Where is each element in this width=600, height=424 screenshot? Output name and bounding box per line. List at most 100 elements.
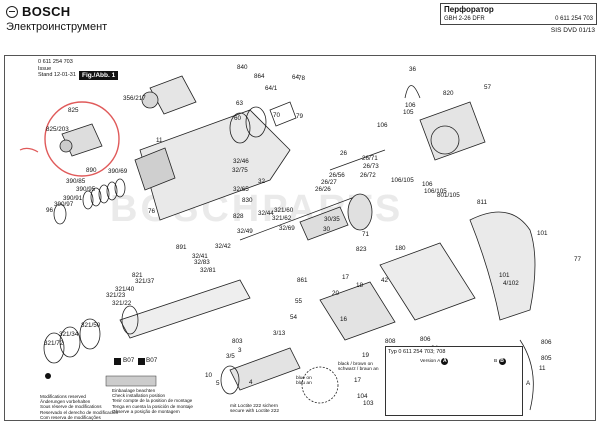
part-label: 10 — [205, 372, 213, 379]
spindle-821 — [119, 279, 251, 339]
motor-housing-180 — [379, 242, 476, 321]
meta-stand-label: Stand — [38, 72, 53, 78]
part-label: 11 — [539, 365, 546, 372]
part-label: 321/72 — [44, 340, 64, 347]
part-label: 890 — [86, 167, 97, 174]
part-label: 64/1 — [265, 85, 278, 92]
screw-icon — [45, 373, 51, 379]
type-title: Typ 0 611 254 703; 708 — [388, 349, 446, 355]
bosch-logo-icon — [6, 5, 18, 18]
part-label: 32/83 — [194, 259, 210, 266]
wire-note-line: black / brown on — [338, 362, 373, 367]
part-label: 106 — [422, 181, 433, 188]
header-info-box: Перфоратор GBH 2-26 DFR 0 611 254 703 — [440, 3, 597, 25]
shaft-26 — [329, 149, 386, 171]
part-label: 60 — [234, 115, 242, 122]
part-label: 32/69 — [279, 225, 295, 232]
sis-version: SIS DVD 01/13 — [550, 27, 595, 34]
part-label: 805 — [541, 355, 552, 362]
figure-badge: Fig./Abb. 1 — [79, 71, 119, 80]
diagram-frame — [4, 55, 596, 421]
bracket-36 — [404, 85, 421, 99]
note-line: Einbaulage beachten — [112, 388, 156, 393]
note-line: Com reserva de modificações — [40, 414, 101, 420]
install-detail — [105, 375, 157, 387]
bearing-106 — [430, 125, 460, 155]
part-label: 32 — [258, 178, 266, 185]
part-label: 806 — [420, 336, 431, 343]
part-label: 356/217 — [123, 95, 146, 102]
model-name: GBH 2-26 DFR — [444, 16, 485, 22]
part-label: 30/35 — [324, 216, 340, 223]
part-label: 321/50 — [81, 322, 101, 329]
ring-321-50 — [79, 318, 101, 350]
part-label: 32/81 — [200, 267, 216, 274]
version-b-label: B B — [494, 358, 506, 365]
meta-date: 12-01-31 — [53, 72, 76, 78]
part-label: 11 — [156, 137, 163, 144]
part-label: 30 — [323, 226, 331, 233]
armature-803 — [229, 347, 301, 391]
version-a-text: Version A — [420, 359, 441, 364]
part-label: 71 — [362, 231, 370, 238]
part-label: 321/34 — [59, 331, 79, 338]
part-label: 321/62 — [272, 215, 292, 222]
wire-note-line: blue on — [296, 376, 312, 381]
part-label: 20 — [332, 290, 340, 297]
ring-321-22 — [121, 305, 139, 335]
version-b-badge: B — [498, 358, 506, 365]
part-label: 64 — [292, 74, 300, 81]
part-label: 106 — [377, 122, 388, 129]
chuck-nose — [59, 139, 73, 153]
ring-60 — [245, 106, 267, 138]
wire-note-line: blau an — [296, 381, 312, 386]
part-label: 57 — [484, 84, 492, 91]
ring-63 — [229, 112, 251, 144]
part-label: 26/56 — [329, 172, 345, 179]
highlight-arrow — [19, 147, 39, 153]
part-label: 18 — [356, 282, 364, 289]
part-label: 77 — [574, 256, 582, 263]
tool-type: Перфоратор — [444, 5, 494, 14]
part-label: 390/69 — [108, 168, 128, 175]
type-variant-box — [385, 346, 523, 416]
note-line: Änderungen vorbehalten — [40, 399, 91, 405]
keyless-chuck — [149, 75, 197, 115]
part-label: 32/65 — [233, 186, 249, 193]
part-label: 801/105 — [437, 192, 460, 199]
part-label: 79 — [296, 113, 304, 120]
brand-name: BOSCH — [22, 4, 71, 19]
part-label: 321/40 — [115, 286, 135, 293]
part-label: 63 — [236, 100, 244, 107]
part-label: 19 — [362, 352, 370, 359]
ring-321-34 — [59, 326, 81, 358]
part-label: 891 — [176, 244, 187, 251]
modification-notes: Modifications reserved Änderungen vorbeh… — [40, 394, 118, 420]
part-label: 16 — [340, 316, 348, 323]
part-label: 26/71 — [362, 155, 378, 162]
part-number: 0 611 254 703 — [555, 16, 593, 22]
part-label: 32/44 — [258, 210, 274, 217]
part-label: 105 — [403, 109, 414, 116]
header-subtitle: Электроинструмент — [6, 21, 108, 33]
part-label: 828 — [233, 213, 244, 220]
version-a-badge: A — [441, 358, 449, 365]
ring-321-72 — [43, 332, 65, 364]
field-16 — [319, 281, 396, 341]
part-label: 180 — [395, 245, 406, 252]
part-label: 321/22 — [112, 300, 132, 307]
part-label: 26/26 — [315, 186, 331, 193]
housing-front — [134, 147, 176, 191]
part-label: 101 — [499, 272, 510, 279]
gear-823 — [347, 193, 373, 231]
fan-3-5 — [220, 365, 240, 395]
part-label: 78 — [298, 75, 306, 82]
spring-stack — [82, 178, 126, 210]
part-label: 32/49 — [237, 228, 253, 235]
installation-notes: Einbaulage beachten Check installation p… — [112, 388, 193, 414]
part-label: 101 — [537, 230, 548, 237]
note-line: Observe a posição de montagem — [112, 408, 180, 414]
